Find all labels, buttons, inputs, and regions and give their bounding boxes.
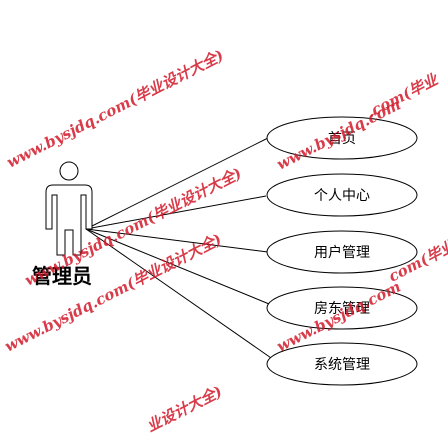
actor-head	[59, 161, 79, 181]
association-personal-center	[85, 195, 267, 230]
use-case-user-management-ellipse	[266, 230, 418, 274]
use-case-system-management: 系统管理	[266, 342, 418, 386]
association-landlord-management	[85, 228, 275, 307]
association-home	[85, 137, 269, 230]
use-case-personal-center: 个人中心	[266, 173, 418, 217]
watermark-lower-left: www.bysjdq.com(毕业设计大全)	[2, 230, 225, 355]
use-case-personal-center-ellipse	[266, 173, 418, 217]
actor-body-icon	[45, 184, 93, 256]
use-case-home: 首页	[266, 116, 418, 160]
use-case-user-management: 用户管理	[266, 230, 418, 274]
use-case-system-management-ellipse	[266, 342, 418, 386]
associations	[85, 137, 275, 361]
use-case-landlord-management: 房东管理	[266, 286, 418, 330]
watermark-center: www.bysjdq.com(毕业设计大全)	[22, 164, 245, 289]
use-case-system-management-label: 系统管理	[314, 357, 370, 373]
use-case-user-management-label: 用户管理	[314, 244, 370, 261]
actor-figure	[45, 161, 93, 256]
actor-label: 管理员	[32, 264, 92, 288]
association-user-management	[85, 228, 269, 253]
use-case-landlord-management-ellipse	[266, 286, 418, 330]
use-case-home-label: 首页	[328, 131, 356, 147]
watermark-bottom: 业设计大全)	[144, 382, 225, 433]
use-case-personal-center-label: 个人中心	[314, 188, 370, 204]
use-case-home-ellipse	[266, 116, 418, 160]
use-case-landlord-management-label: 房东管理	[314, 301, 370, 317]
watermark-top: www.bysjdq.com(毕业设计大全)	[4, 46, 227, 171]
association-system-management	[85, 228, 275, 361]
